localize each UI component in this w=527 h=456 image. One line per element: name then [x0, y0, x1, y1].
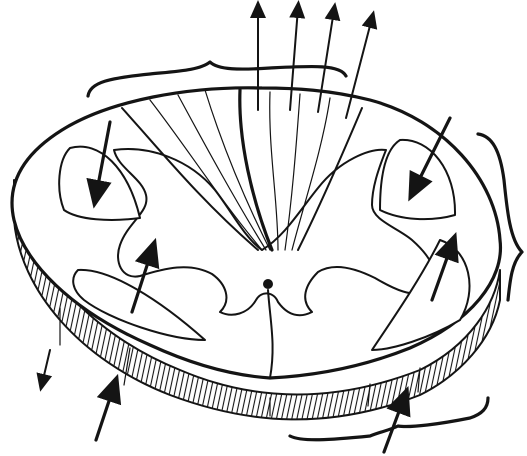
central-canal — [263, 279, 273, 289]
